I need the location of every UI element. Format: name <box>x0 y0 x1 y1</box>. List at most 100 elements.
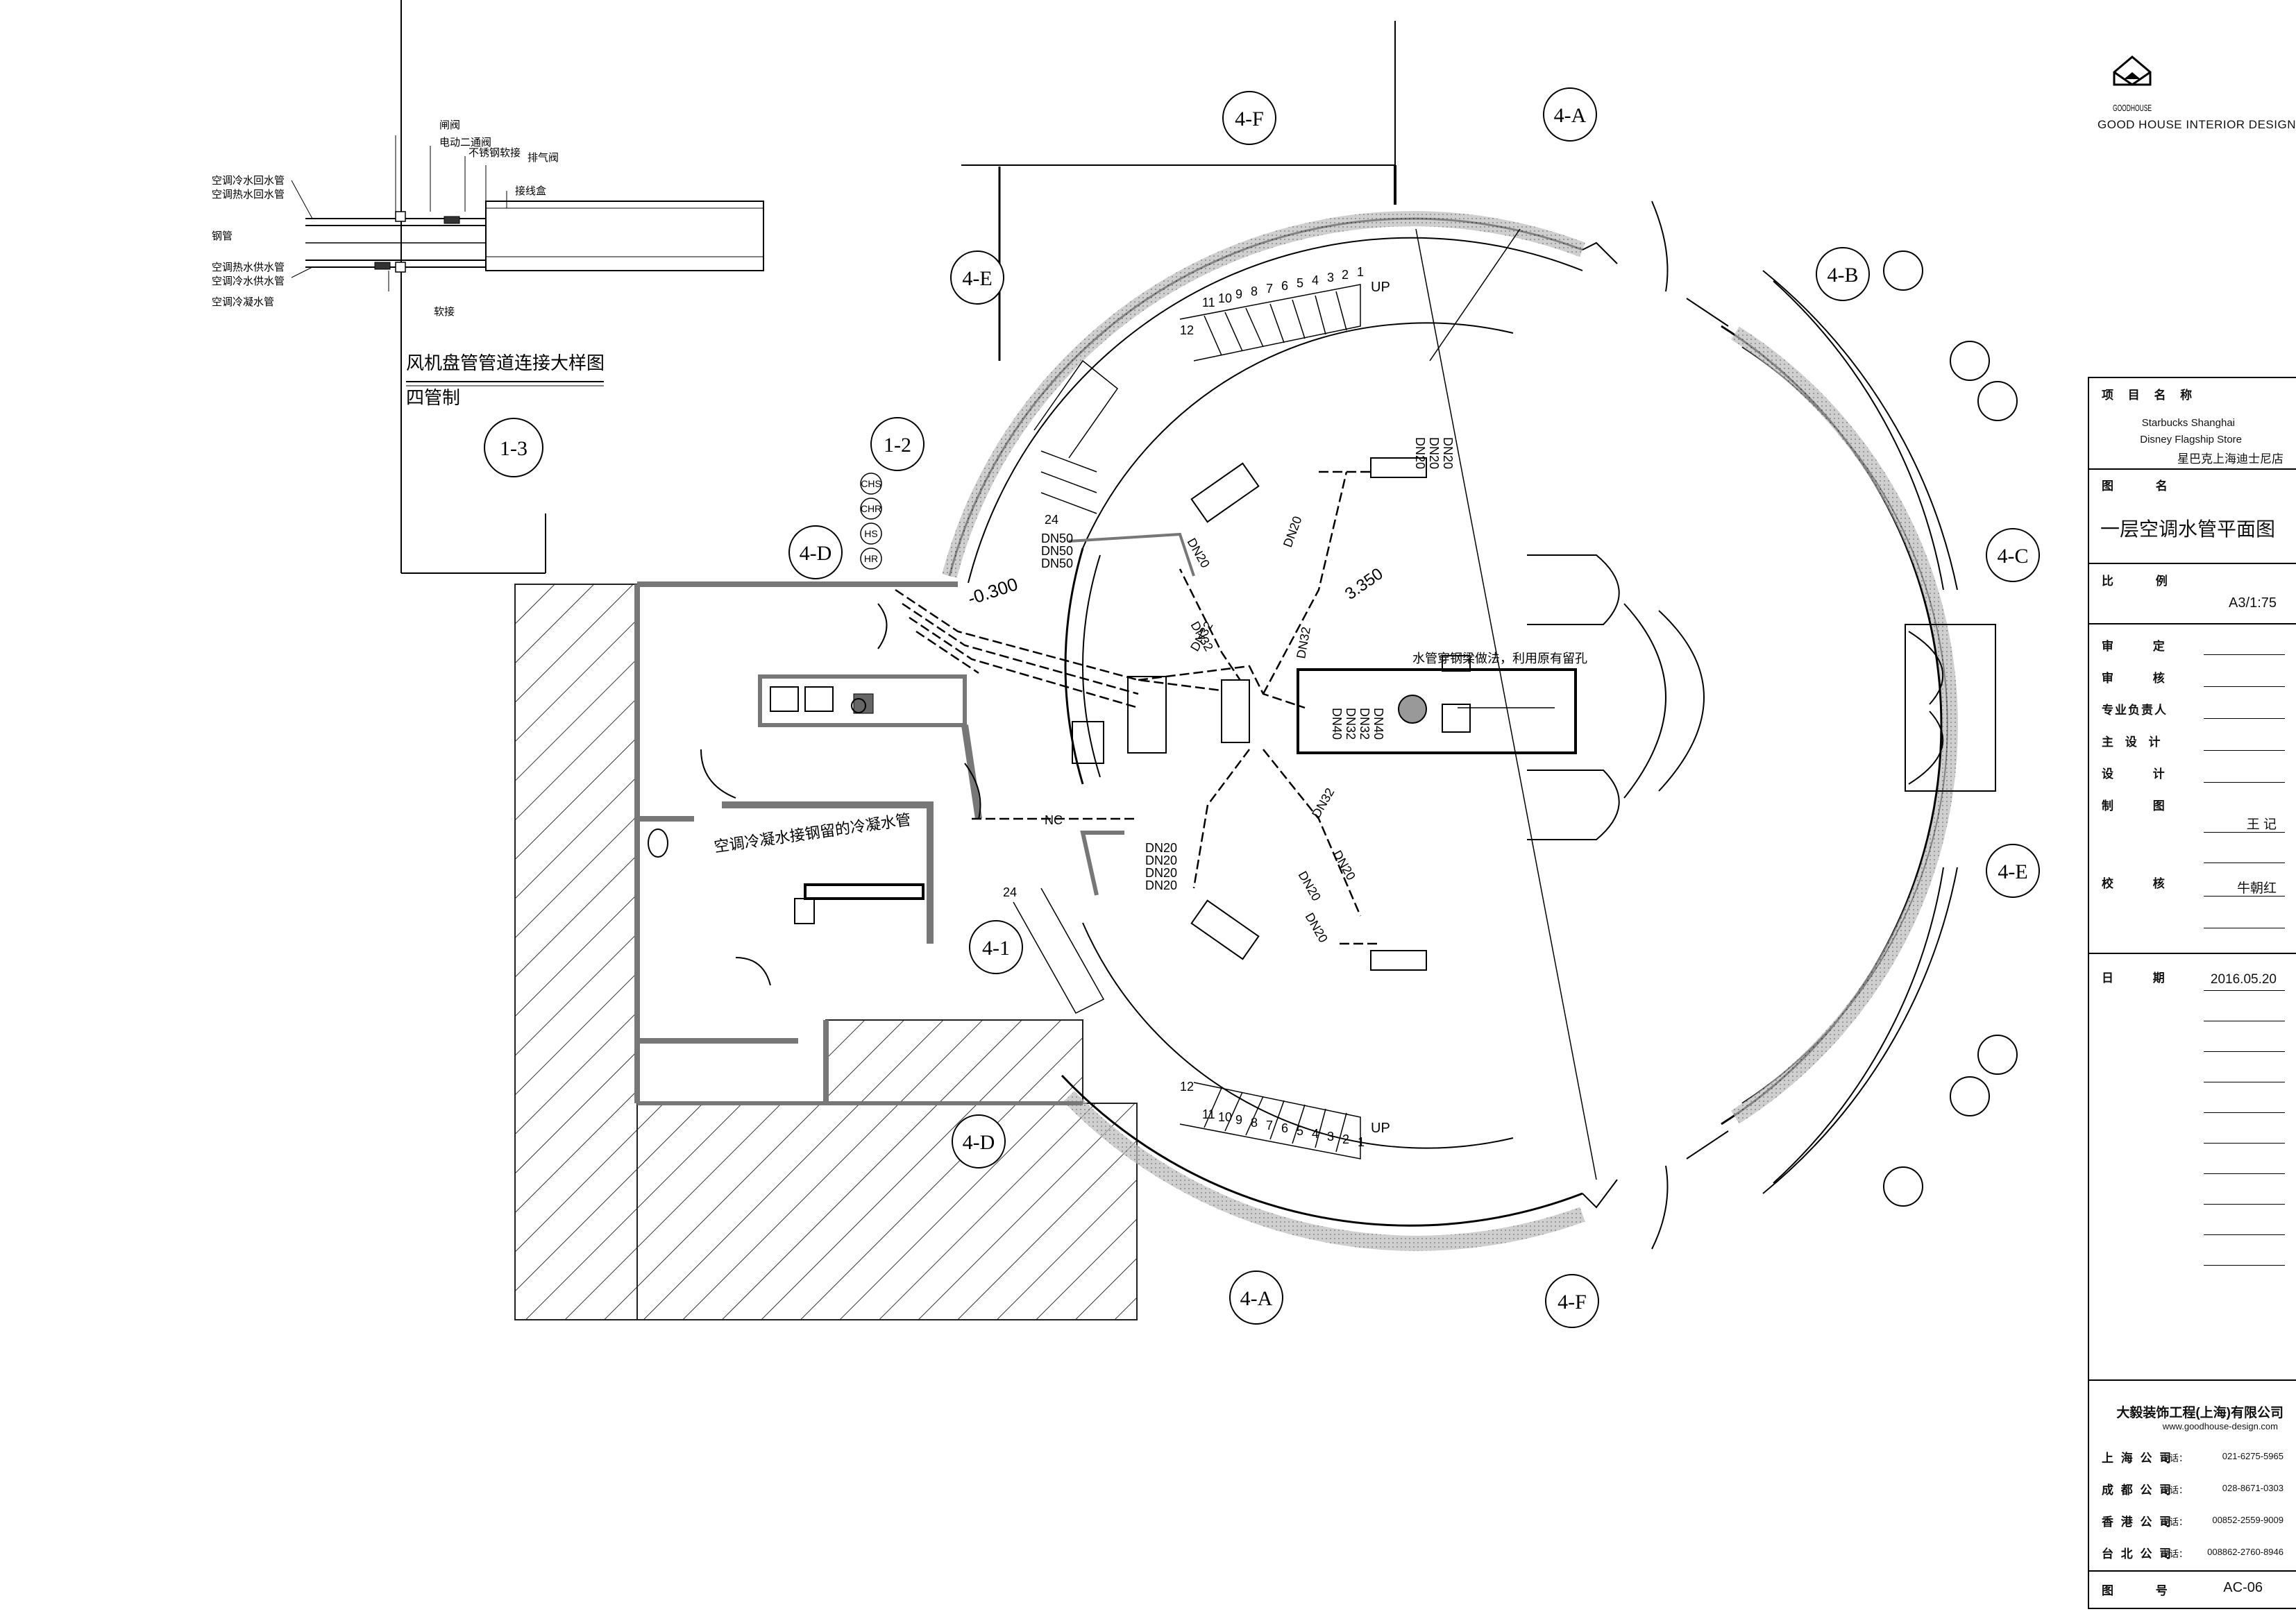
pipe-size-label: DN20 <box>1281 514 1305 549</box>
svg-text:4-A: 4-A <box>1240 1287 1273 1310</box>
svg-text:24: 24 <box>1003 885 1017 899</box>
svg-text:7: 7 <box>1266 1119 1273 1132</box>
svg-text:5: 5 <box>1297 1124 1303 1138</box>
plan-note: 水管穿钢梁做法，利用原有留孔 <box>1412 652 1587 665</box>
nc-label: NC <box>1045 813 1063 827</box>
plan-note: 空调冷凝水接钢留的冷凝水管 <box>713 810 912 856</box>
scale-label: 比 例 <box>2102 575 2187 588</box>
main-design-label: 主 设 计 <box>2102 736 2165 749</box>
svg-text:空调冷水回水管: 空调冷水回水管 <box>212 175 285 187</box>
detail-labels: 空调冷水回水管 空调热水回水管 钢管 空调热水供水管 空调冷水供水管 空调冷凝水… <box>212 119 605 408</box>
rotunda <box>942 211 1958 1251</box>
svg-text:11: 11 <box>1202 296 1215 309</box>
up-label: UP <box>1371 280 1390 295</box>
svg-text:HR: HR <box>864 553 878 564</box>
office-tel: 008862-2760-8946 <box>2207 1547 2284 1557</box>
svg-text:接线盒: 接线盒 <box>515 185 546 197</box>
svg-text:4-D: 4-D <box>963 1131 995 1154</box>
svg-text:4-D: 4-D <box>800 542 832 565</box>
office-tel: 028-8671-0303 <box>2222 1483 2284 1493</box>
svg-text:空调冷水供水管: 空调冷水供水管 <box>212 275 285 287</box>
svg-text:2: 2 <box>1342 268 1349 282</box>
draw-label: 制 图 <box>2102 799 2183 813</box>
design-label: 设 计 <box>2102 767 2183 781</box>
svg-text:24: 24 <box>1045 513 1058 527</box>
hatched-area-left <box>514 584 638 1320</box>
svg-text:CHR: CHR <box>861 503 881 514</box>
pipe-size-label: DN50 <box>1041 544 1073 558</box>
fan-coil-units <box>1190 457 1427 971</box>
svg-text:3: 3 <box>1327 271 1334 284</box>
svg-text:10: 10 <box>1218 1110 1232 1124</box>
box <box>1442 655 1471 672</box>
svg-text:4-E: 4-E <box>1998 860 2027 883</box>
up-label: UP <box>1371 1121 1390 1136</box>
hatched-area-mid <box>825 1019 1083 1104</box>
exterior-circles <box>1883 250 2018 1207</box>
svg-text:4-C: 4-C <box>1998 545 2029 568</box>
section-bubbles <box>484 87 2040 1328</box>
office-name: 成 都 公 司 <box>2102 1484 2174 1497</box>
pipe-size-label: DN40 <box>1330 708 1344 740</box>
pipe-size-label: DN40 <box>1371 708 1385 740</box>
entrance-doors <box>1582 201 1996 1250</box>
svg-text:空调热水回水管: 空调热水回水管 <box>212 189 285 201</box>
svg-text:1-3: 1-3 <box>500 437 527 460</box>
pipe-size-label: DN20 <box>1145 866 1177 880</box>
svg-text:9: 9 <box>1235 1113 1242 1127</box>
section-bubble <box>1222 91 1276 145</box>
office-name: 台 北 公 司 <box>2102 1547 2174 1561</box>
svg-text:4-F: 4-F <box>1558 1291 1587 1314</box>
svg-text:电动二通阀: 电动二通阀 <box>439 137 491 148</box>
pipe-size-label: DN32 <box>1358 708 1371 740</box>
section-bubble <box>870 417 925 471</box>
date-value: 2016.05.20 <box>2210 972 2277 987</box>
svg-text:12: 12 <box>1180 1080 1194 1094</box>
pipe-size-label: DN20 <box>1145 853 1177 867</box>
fan-coil-connection-detail <box>291 135 764 386</box>
office-tel-label: 电话： <box>2160 1517 2188 1527</box>
pipe-size-label: DN20 <box>1413 437 1427 469</box>
svg-text:HS: HS <box>864 528 877 539</box>
section-bubble <box>1545 1274 1599 1328</box>
project-label: 项 目 名 称 <box>2102 389 2198 402</box>
house-logo-icon: GOODHOUSE <box>2113 56 2152 113</box>
column <box>1398 695 1427 724</box>
check-name: 牛朝红 <box>2236 881 2277 896</box>
pipe-size-label: DN32 <box>1344 708 1358 740</box>
title-block: 项 目 名 称 Starbucks Shanghai Disney Flagsh… <box>2088 377 2296 1609</box>
svg-text:12: 12 <box>1180 323 1194 337</box>
svg-text:10: 10 <box>1218 291 1232 305</box>
plan-notes: -0.300 3.350 水管穿钢梁做法，利用原有留孔 空调冷凝水接钢留的冷凝水… <box>713 280 1587 1136</box>
draw-name: 王 记 <box>2246 817 2277 832</box>
pipe-size-label: DN20 <box>1427 437 1441 469</box>
section-bubble <box>1816 247 1870 301</box>
project-name-cn: 星巴克上海迪士尼店 <box>2177 452 2284 466</box>
svg-text:闸阀: 闸阀 <box>439 119 460 131</box>
back-of-house-walls <box>634 581 1083 1105</box>
section-bubble <box>969 920 1023 974</box>
project-name-en-1: Starbucks Shanghai <box>2141 417 2235 429</box>
svg-text:4-F: 4-F <box>1235 108 1264 130</box>
section-bubble <box>1229 1271 1283 1325</box>
office-tel: 00852-2559-9009 <box>2212 1515 2284 1525</box>
pipe-tags: CHS CHR HS HR <box>860 473 882 570</box>
review-label: 审 核 <box>2102 672 2183 685</box>
svg-text:4-A: 4-A <box>1554 104 1587 127</box>
office-tel-label: 电话： <box>2160 1549 2188 1559</box>
pipe-size-label: DN20 <box>1331 848 1358 883</box>
elevation-label: -0.300 <box>965 573 1020 609</box>
stair-lower <box>1013 887 1361 1159</box>
svg-text:6: 6 <box>1281 1121 1288 1135</box>
pipe-size-label: DN20 <box>1441 437 1455 469</box>
svg-text:9: 9 <box>1235 287 1242 301</box>
section-bubble <box>1543 87 1597 142</box>
office-name: 上 海 公 司 <box>2102 1452 2174 1465</box>
svg-text:排气阀: 排气阀 <box>527 152 559 164</box>
pipe-size-label: DN20 <box>1296 869 1324 903</box>
lead-label: 专业负责人 <box>2102 704 2168 717</box>
svg-text:空调热水供水管: 空调热水供水管 <box>212 262 285 273</box>
pipe-size-label: DN20 <box>1303 910 1331 945</box>
svg-text:4-E: 4-E <box>962 267 992 290</box>
section-bubble <box>484 418 543 477</box>
